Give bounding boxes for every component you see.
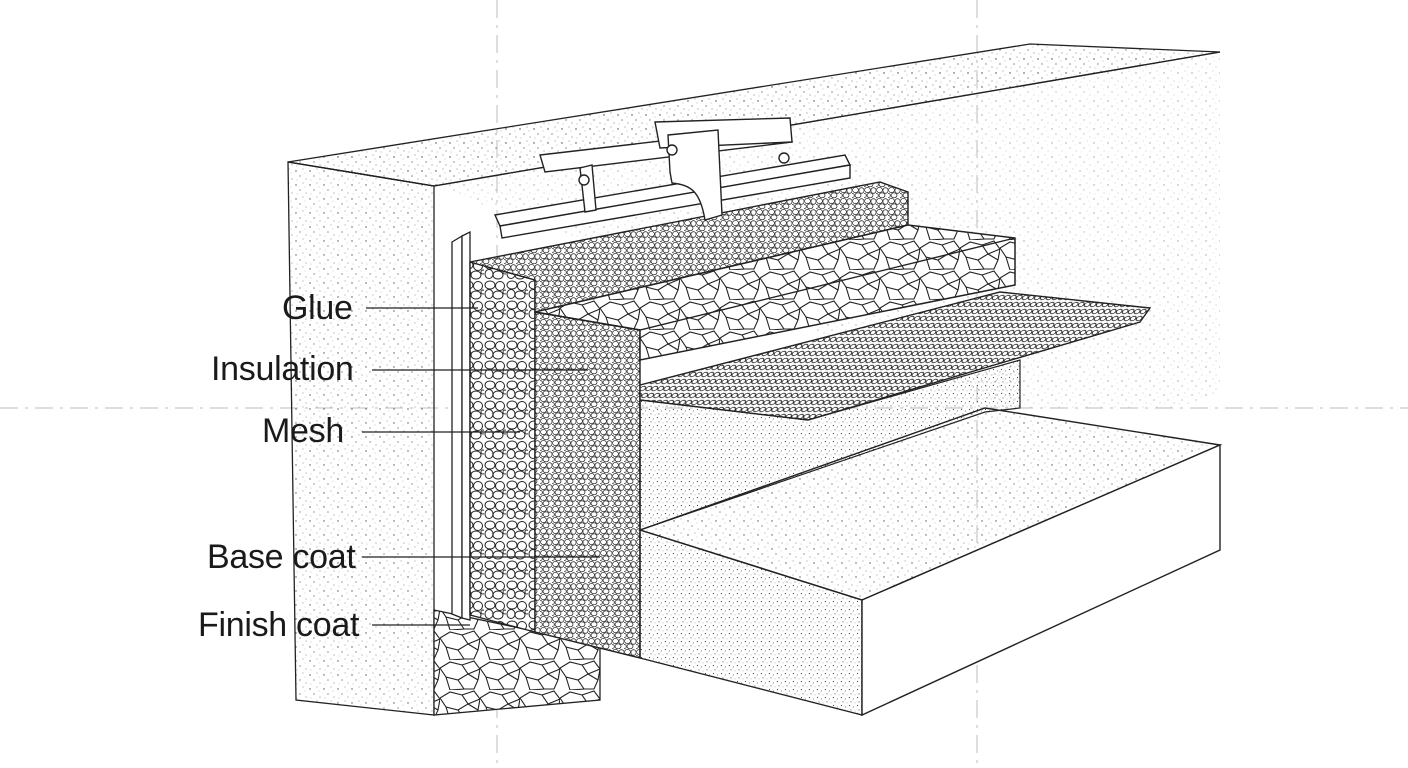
label-mesh: Mesh bbox=[262, 412, 344, 450]
rail-bracket bbox=[493, 117, 852, 239]
label-glue: Glue bbox=[282, 289, 353, 327]
label-finish-coat: Finish coat bbox=[198, 606, 360, 644]
label-base-coat: Base coat bbox=[207, 538, 356, 576]
concrete-block bbox=[637, 407, 1223, 717]
render-strip bbox=[451, 230, 471, 621]
leader-lines bbox=[362, 307, 600, 626]
finish-coat-layer bbox=[469, 261, 536, 633]
label-insulation: Insulation bbox=[211, 350, 354, 388]
